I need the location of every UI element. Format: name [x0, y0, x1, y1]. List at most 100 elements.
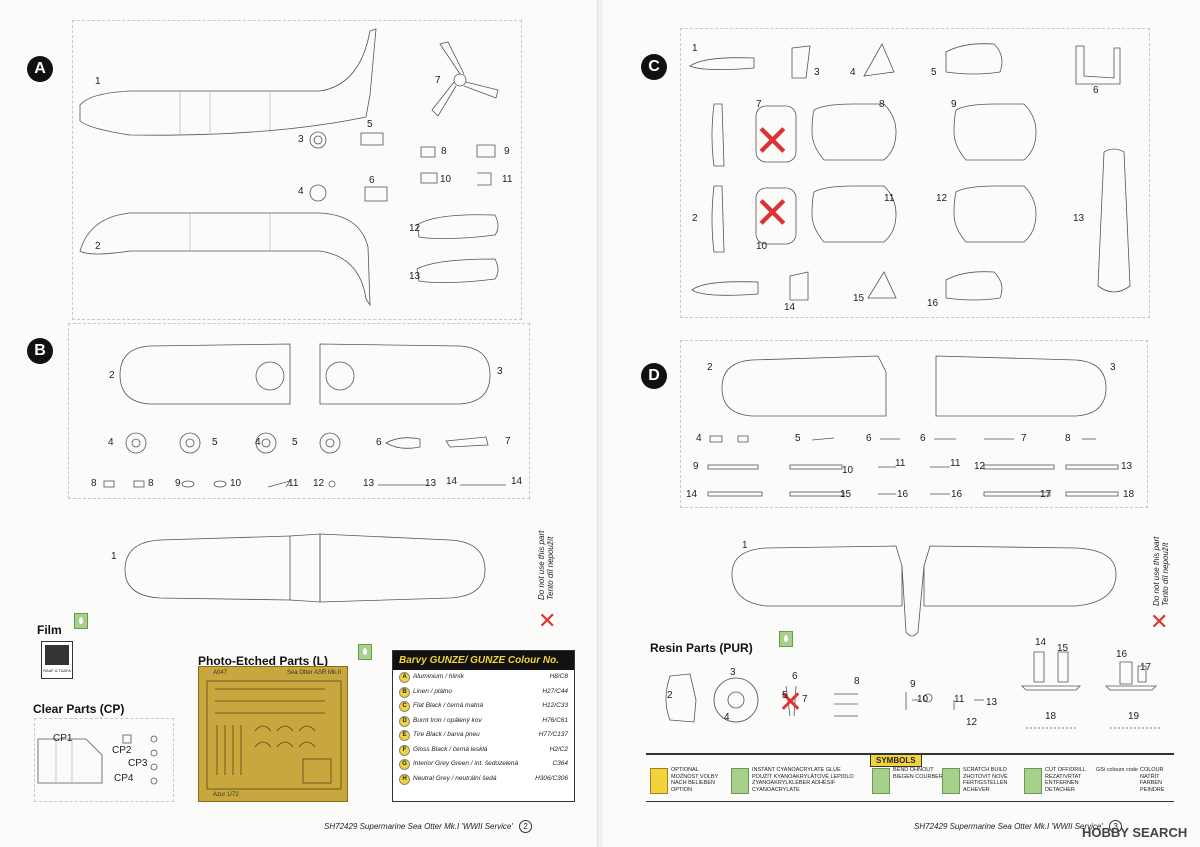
part-b3-number: 3 — [497, 366, 503, 377]
glue-drop-icon — [74, 613, 88, 629]
symbol-gsi: GSi colours code — [1096, 767, 1138, 773]
bend-icon — [872, 768, 890, 794]
resin-15: 15 — [1057, 643, 1069, 654]
colour-id: F — [399, 744, 410, 756]
clear-parts-drawing — [37, 734, 158, 785]
symbol-scratch: SCRATCH BUILD ZHOTOVIT NOVÉ FERTIGSTELLE… — [963, 767, 1008, 793]
part-d6-number: 6 — [866, 433, 872, 444]
part-d16-number: 16 — [897, 489, 909, 500]
pe-parts-drawing — [206, 680, 342, 790]
section-b-marker: B — [27, 338, 53, 364]
warning-line-en: Do not use this part — [537, 530, 546, 600]
scratch-build-icon — [942, 768, 960, 794]
part-b14b-number: 14 — [511, 476, 523, 487]
part-d7-number: 7 — [1021, 433, 1027, 444]
colour-id: H — [399, 773, 410, 785]
part-b6-number: 6 — [376, 437, 382, 448]
colour-id: B — [399, 686, 410, 698]
symbol-optional: OPTIONAL MOŽNOST VOLBY NACH BELIEBEN OPT… — [671, 767, 719, 793]
part-b5-number: 5 — [212, 437, 218, 448]
part-b4b-number: 4 — [255, 437, 261, 448]
cyano-glue-icon — [731, 768, 749, 794]
sprue-b-frame — [68, 323, 530, 499]
part-b1-number: 1 — [111, 551, 117, 562]
resin-13: 13 — [986, 697, 998, 708]
clear-part-cp2: CP2 — [112, 745, 132, 756]
part-b8-number: 8 — [91, 478, 97, 489]
clear-part-cp4: CP4 — [114, 773, 134, 784]
part-d14-number: 14 — [686, 489, 698, 500]
right-page-number: 3 — [1109, 820, 1123, 833]
hobby-search-watermark: HOBBY SEARCH — [1082, 825, 1188, 840]
part-c7-number: 7 — [756, 99, 762, 110]
part-d8-number: 8 — [1065, 433, 1071, 444]
sprue-a — [72, 20, 522, 320]
colour-code: H2/C2 — [549, 745, 568, 753]
cut-drill-icon — [1024, 768, 1042, 794]
part-d15-number: 15 — [840, 489, 852, 500]
warning-line-cz: Tento díl nepoužít — [546, 536, 555, 600]
sprue-c — [680, 28, 1150, 318]
resin-2: 2 — [667, 690, 673, 701]
part-d18-number: 18 — [1123, 489, 1135, 500]
resin-17: 17 — [1140, 662, 1152, 673]
section-a-marker: A — [27, 56, 53, 82]
right-footer-text: SH72429 Supermarine Sea Otter Mk.I 'WWII… — [914, 822, 1103, 831]
part-a11-number: 11 — [502, 174, 513, 185]
film-caption: RAAF & TAAFA — [43, 668, 71, 673]
colour-name: Aluminium / hliník — [413, 673, 464, 680]
colour-name: Linen / plátno — [413, 687, 453, 695]
part-b2-number: 2 — [109, 370, 115, 381]
clear-part-cp1: CP1 — [53, 733, 73, 744]
part-c14-number: 14 — [784, 302, 796, 313]
d-small-parts — [707, 435, 1119, 497]
part-d11-number: 11 — [895, 458, 906, 469]
part-b11-number: 11 — [288, 478, 299, 489]
part-a4-number: 4 — [298, 186, 304, 197]
part-a2-number: 2 — [95, 241, 101, 252]
colour-name: Flat Black / černá matná — [413, 702, 484, 709]
colour-id: E — [399, 730, 410, 741]
resin-16: 16 — [1116, 649, 1128, 660]
c10-crossed-x-icon: ✕ — [754, 189, 791, 238]
part-c10-number: 10 — [756, 241, 768, 252]
part-d13-number: 13 — [1121, 461, 1133, 472]
optional-icon — [650, 768, 668, 794]
part-c2-number: 2 — [692, 213, 698, 224]
part-c15-number: 15 — [853, 293, 865, 304]
part-c16-number: 16 — [927, 298, 939, 309]
part-a6-number: 6 — [369, 175, 375, 186]
resin-19: 19 — [1128, 711, 1140, 722]
part-b12-number: 12 — [313, 478, 325, 489]
propeller-drawing — [431, 41, 499, 117]
part-a3-number: 3 — [298, 134, 304, 145]
resin-5: 5 — [782, 690, 788, 701]
section-c-marker: C — [641, 54, 667, 80]
resin-9: 9 — [910, 679, 916, 690]
symbol-bend: BEND OHNOUT BIEGEN COURBER — [893, 767, 943, 780]
warning-text-left: Do not use this part Tento díl nepoužít — [537, 531, 555, 600]
colour-id: C — [399, 701, 410, 712]
symbols-title: SYMBOLS — [870, 754, 922, 767]
warning-line-cz-right: Tento díl nepoužít — [1161, 542, 1170, 606]
clear-parts-label: Clear Parts (CP) — [33, 702, 125, 716]
warning-text-right: Do not use this part Tento díl nepoužít — [1152, 537, 1170, 606]
part-d1-number: 1 — [742, 540, 748, 551]
d-lower-wing — [731, 545, 1117, 637]
resin-14: 14 — [1035, 637, 1047, 648]
colour-table-title: Barvy GUNZE/ GUNZE Colour No. — [393, 651, 574, 670]
part-d5-number: 5 — [795, 433, 801, 444]
film-decal-swatch — [45, 645, 69, 665]
right-page — [602, 0, 1200, 847]
part-d2-number: 2 — [707, 362, 713, 373]
colour-code: H8/C8 — [549, 673, 568, 680]
part-a1-number: 1 — [95, 76, 101, 87]
page-gutter — [597, 0, 603, 847]
pe-code: A047 — [213, 670, 228, 676]
